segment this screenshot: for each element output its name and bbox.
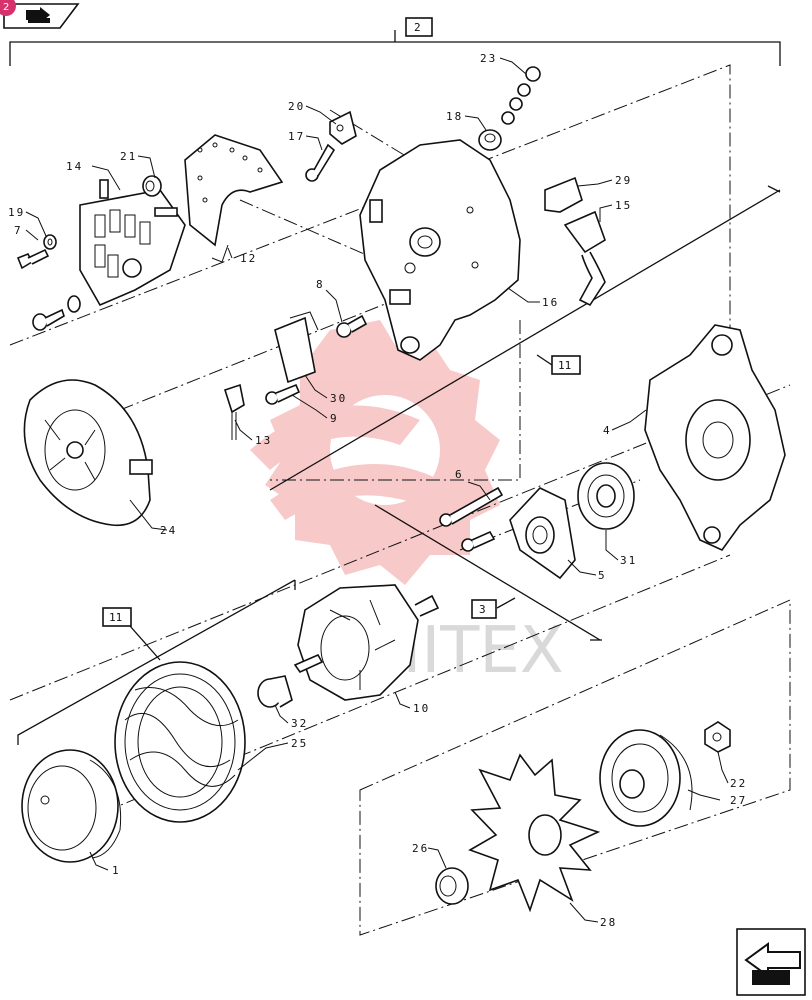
label-32: 32 [291,717,308,730]
status-badge-text: 2 [3,2,9,13]
box-label-2: 2 [414,21,421,34]
part-labels: 14 21 19 7 12 20 17 23 18 29 15 16 8 30 … [8,52,747,929]
label-29: 29 [615,174,632,187]
label-8: 8 [316,278,325,291]
label-10: 10 [413,702,430,715]
status-badge: 2 [0,0,16,16]
part-housing-16 [359,139,521,361]
part-spacer-26 [435,867,469,905]
label-18: 18 [446,110,463,123]
label-31: 31 [620,554,637,567]
label-25: 25 [291,737,308,750]
part-front-housing-4 [644,324,786,551]
part-nut-stack-23 [501,66,541,125]
label-19: 19 [8,206,25,219]
label-17: 17 [288,130,305,143]
watermark-gear-logo [250,320,500,585]
callout-11-left: 11 [17,579,296,745]
part-bearing-plate-5 [509,487,576,580]
label-16: 16 [542,296,559,309]
part-screw-9 [265,383,301,405]
nav-next-icon[interactable] [736,928,806,996]
part-nut-22 [704,721,731,753]
part-bushing-21 [142,175,162,197]
part-screw-17 [305,143,336,182]
part-bearing-32 [257,675,293,708]
label-26: 26 [412,842,429,855]
label-23: 23 [480,52,497,65]
part-pulley-27 [599,729,693,827]
label-20: 20 [288,100,305,113]
label-12: 12 [240,252,257,265]
label-9: 9 [330,412,339,425]
svg-text:11: 11 [558,359,571,372]
part-bearing-31 [577,462,635,530]
part-bushing-18 [478,129,502,151]
part-rear-cover-24 [23,379,153,527]
callout-11-right: 11 [269,185,781,491]
part-shield-12 [184,134,284,247]
part-screw-left [32,295,81,331]
nav-back-icon[interactable] [3,3,80,29]
label-14: 14 [66,160,83,173]
label-1: 1 [112,864,121,877]
svg-text:3: 3 [479,603,486,616]
part-pulley-1 [21,749,122,863]
label-21: 21 [120,150,137,163]
label-15: 15 [615,199,632,212]
part-terminal-29 [544,176,583,213]
label-27: 27 [730,794,747,807]
part-rotor-10 [293,584,440,701]
part-stator-25 [114,661,246,823]
label-24: 24 [160,524,177,537]
callout-3-bottom: 3 [374,504,602,641]
label-30: 30 [330,392,347,405]
part-bolt-7 [16,248,50,270]
assembly-bracket-top: 2 [9,17,781,66]
part-regulator-30 [274,311,319,384]
label-28: 28 [600,916,617,929]
label-13: 13 [255,434,272,447]
leader-lines [25,57,729,923]
label-22: 22 [730,777,747,790]
part-bolts-6 [439,486,504,552]
label-6: 6 [455,468,464,481]
part-rectifier-14 [79,179,186,307]
label-5: 5 [598,569,607,582]
part-clip-20 [329,110,357,145]
part-connector-15 [563,210,606,307]
part-fan-28 [468,753,601,913]
svg-text:11: 11 [109,611,122,624]
label-7: 7 [14,224,23,237]
label-4: 4 [603,424,612,437]
part-bolt-8 [336,314,368,338]
part-sensor-13 [223,383,245,440]
part-washer-19 [43,234,57,250]
